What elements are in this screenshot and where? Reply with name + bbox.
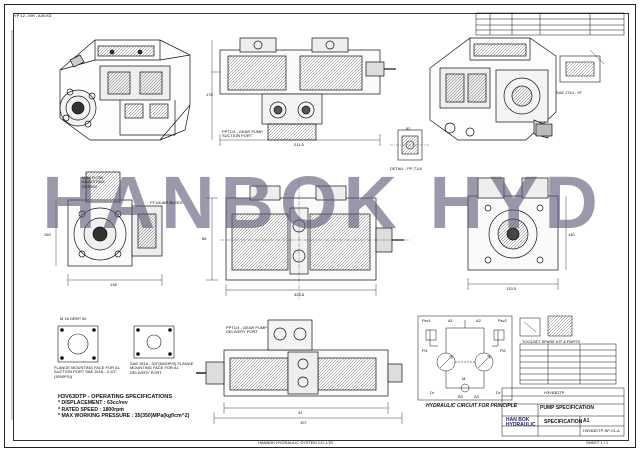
operating-specs: H3V63DTP - OPERATING SPECIFICATIONS * DI… [58,394,189,420]
detail-section-views [390,49,605,161]
title-block-lines [501,387,625,437]
title-sheet: SHEET 1 / 1 [586,440,609,445]
dim-140: 140 [568,232,575,237]
flange-sketches [57,325,175,363]
circuit-label-psv1: Psv1 [422,318,431,323]
company-logo: HAN BOK HYDRAULIC [506,418,535,428]
dim-133-5: 133.5 [506,286,517,291]
company-name: HAN BOK [506,417,530,423]
circuit-label-a1: A1 [448,318,453,323]
dim-82: 82 [406,126,411,131]
dim-211-5: 211.5 [294,142,304,147]
title-spec: SPECIFICATION [544,419,583,425]
title-scale: A1 [583,418,590,424]
mini-table-title: TOOLSET SPARE KIT & PARTS [522,339,581,344]
end-view-left [55,171,163,286]
right-mini-table [519,315,617,385]
circuit-label-dr2: Dr [496,390,501,395]
front-view-center [206,180,410,300]
company-name-2: HYDRAULIC [506,422,536,428]
specs-displacement: * DISPLACEMENT : 63cc/rev [58,400,128,407]
dim-86: 86 [202,236,207,241]
dim-138: 138 [110,282,117,287]
circuit-label-psv2: Psv2 [498,318,507,323]
circuit-label-dr: Dr [430,390,435,395]
label-bottom-note: HANBOK HYDRAULIC SYSTEM CO.,LTD [258,440,334,445]
top-view-center [211,37,396,146]
dim-178: 178 [206,92,213,97]
specs-title: H3V63DTP - OPERATING SPECIFICATIONS [58,394,173,400]
circuit-label-b3: B3 [458,394,463,399]
label-mount-face: M 16 DEEP 30 [60,316,87,321]
label-air-bleed: PT1/8 AIR BLEED [150,200,183,205]
hydraulic-circuit [417,315,513,401]
label-splined: SAE J744 - 9T [556,90,583,95]
circuit-label-m: M [462,376,466,381]
revision-block [475,12,625,36]
label-gear-pump-suction: PPT1/4 - GEAR PUMP SUCTION PORT [222,129,263,139]
label-gear-pump-delivery: PPT1/4 - GEAR PUMP DELIVERY PORT [226,325,267,335]
label-detail: DETAIL - PP-T1/4 [390,166,422,171]
circuit-label-pi1: Pi1 [422,348,428,353]
title-drawing-name: H3V63DTP [544,390,565,395]
circuit-label-a3: A3 [474,394,479,399]
corner-code: YP 12 - MH - AXKXD [14,13,52,18]
label-flange-left: FLANGE MOUNTING FACE FOR A1 SUCTION PORT… [54,365,120,379]
specs-max-pressure: * MAX WORKING PRESSURE : 35(350)MPa(kgf/… [58,413,190,420]
title-dwg-no: H3V63DTP-SP-01-A [583,428,620,433]
specs-rated-speed: * RATED SPEED : 1800rpm [58,406,124,413]
title-spec-label: PUMP SPECIFICATION [540,405,594,411]
label-flange-right: SAE J518 - 3/4"(6000PSI) FLANGE MOUNTING… [130,361,194,375]
isometric-view-right [429,37,557,141]
label-adjust-screw: MAX FLOW ADJUSTING SCREW [82,175,105,189]
circuit-label-a2: A2 [476,318,481,323]
end-view-right [467,177,567,290]
dim-197: 197 [300,420,307,425]
bottom-side-view [196,319,403,424]
circuit-label-pi2: Pi2 [500,348,506,353]
isometric-view-left [59,39,191,141]
dim-41: 41 [298,410,303,415]
dim-323-8: 323.8 [294,292,305,297]
drawing-frame [13,13,629,441]
label-hydraulic-circuit: HYDRAULIC CIRCUIT FOR PRINCIPLE [426,403,518,409]
dim-159: 159 [44,232,51,237]
